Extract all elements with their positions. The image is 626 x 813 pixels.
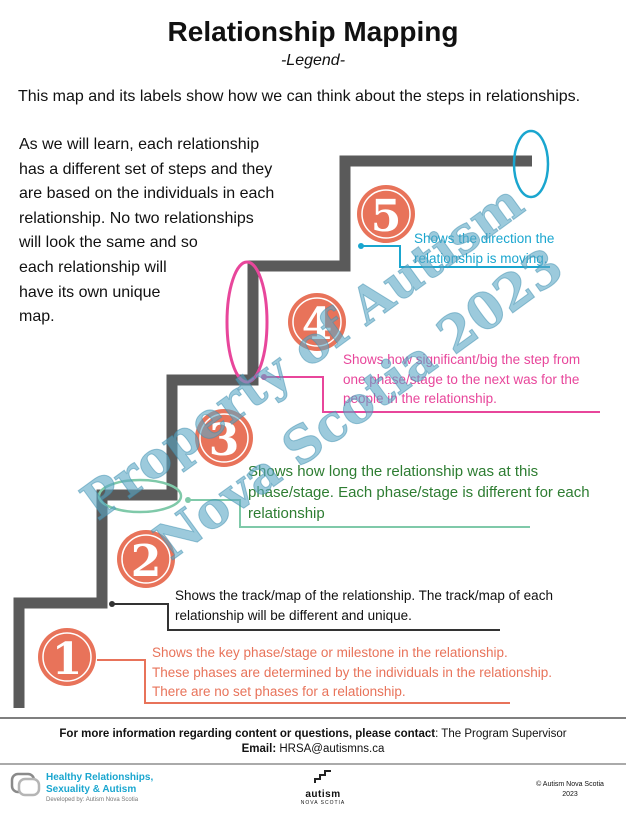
step-circle-5: 5 [357, 185, 415, 243]
label-direction: Shows the direction the relationship is … [414, 229, 554, 268]
label-duration: Shows how long the relationship was at t… [248, 461, 590, 524]
label-line: one phase/stage to the next was for the [343, 371, 580, 387]
label-line: These phases are determined by the indiv… [152, 664, 552, 680]
label-line: phase/stage. Each phase/stage is differe… [248, 484, 590, 501]
step-circle-4: 4 [288, 293, 346, 351]
page-subtitle: -Legend- [280, 52, 346, 69]
label-line: relationship is moving. [414, 250, 548, 266]
connector-2 [109, 601, 500, 631]
contact-label: For more information regarding content o… [59, 728, 436, 740]
label-line: relationship [248, 505, 325, 522]
label-milestone: Shows the key phase/stage or milestone i… [152, 643, 552, 702]
logo-subtext: NOVA SCOTIA [300, 800, 346, 806]
intro-text: This map and its labels show how we can … [18, 88, 581, 105]
label-line: Shows the track/map of the relationship.… [175, 588, 553, 603]
step-circle-1: 1 [38, 628, 96, 686]
copyright-line: 2023 [562, 791, 578, 798]
staircase-track [13, 155, 532, 708]
description-line: map. [19, 308, 55, 326]
step-number: 1 [52, 634, 83, 685]
description-line: has a different set of steps and they [19, 160, 273, 178]
step-number: 5 [371, 191, 402, 242]
label-track: Shows the track/map of the relationship.… [175, 586, 553, 625]
duration-ellipse [97, 478, 183, 514]
label-line: Shows the key phase/stage or milestone i… [152, 645, 508, 660]
description-line: will look the same and so [19, 234, 198, 252]
hrsa-logo-icon [10, 772, 41, 797]
label-line: Shows how significant/big the step from [343, 352, 581, 367]
direction-ellipse [512, 129, 550, 199]
brand-developer: Developed by: Autism Nova Scotia [46, 797, 139, 803]
step-number: 2 [131, 536, 162, 587]
logo-text: autism [305, 789, 341, 800]
footer-email: Email: HRSA@autismns.ca [0, 743, 626, 755]
label-line: relationship will be different and uniqu… [175, 607, 412, 623]
copyright: © Autism Nova Scotia 2023 [520, 780, 620, 800]
description-line: have its own unique [19, 283, 161, 301]
brand-name: Healthy Relationships, Sexuality & Autis… [46, 772, 153, 796]
description-line: relationship. No two relationships [19, 209, 254, 227]
label-line: There are no set phases for a relationsh… [152, 684, 406, 699]
step-circle-2: 2 [117, 530, 175, 588]
copyright-line: © Autism Nova Scotia [536, 781, 604, 788]
description-line: are based on the individuals in each [19, 185, 275, 203]
footer-contact: For more information regarding content o… [0, 728, 626, 740]
description-line: As we will learn, each relationship [19, 136, 260, 153]
connector-4 [261, 374, 600, 413]
page-title: Relationship Mapping [167, 16, 459, 47]
step-number: 4 [302, 299, 333, 350]
contact-value: : The Program Supervisor [435, 728, 567, 740]
email-value[interactable]: HRSA@autismns.ca [276, 743, 385, 755]
step-circle-3: 3 [195, 409, 253, 467]
step-size-ellipse [225, 260, 269, 384]
label-step-size: Shows how significant/big the step from … [343, 350, 580, 409]
connector-3 [185, 497, 530, 528]
description-text: As we will learn, each relationship has … [19, 133, 309, 330]
autism-ns-logo: autism NOVA SCOTIA [298, 770, 348, 806]
stairs-icon [314, 770, 331, 783]
description-line: each relationship will [19, 258, 167, 276]
label-line: Shows how long the relationship was at t… [248, 463, 539, 480]
connector-5 [358, 243, 550, 268]
step-number: 3 [209, 415, 240, 466]
label-line: Shows the direction the [414, 231, 555, 246]
brand-line: Healthy Relationships, [46, 772, 154, 783]
connector-1 [97, 659, 510, 704]
brand-line: Sexuality & Autism [46, 784, 137, 795]
label-line: people in the relationship. [343, 391, 497, 406]
email-label: Email: [241, 743, 277, 755]
